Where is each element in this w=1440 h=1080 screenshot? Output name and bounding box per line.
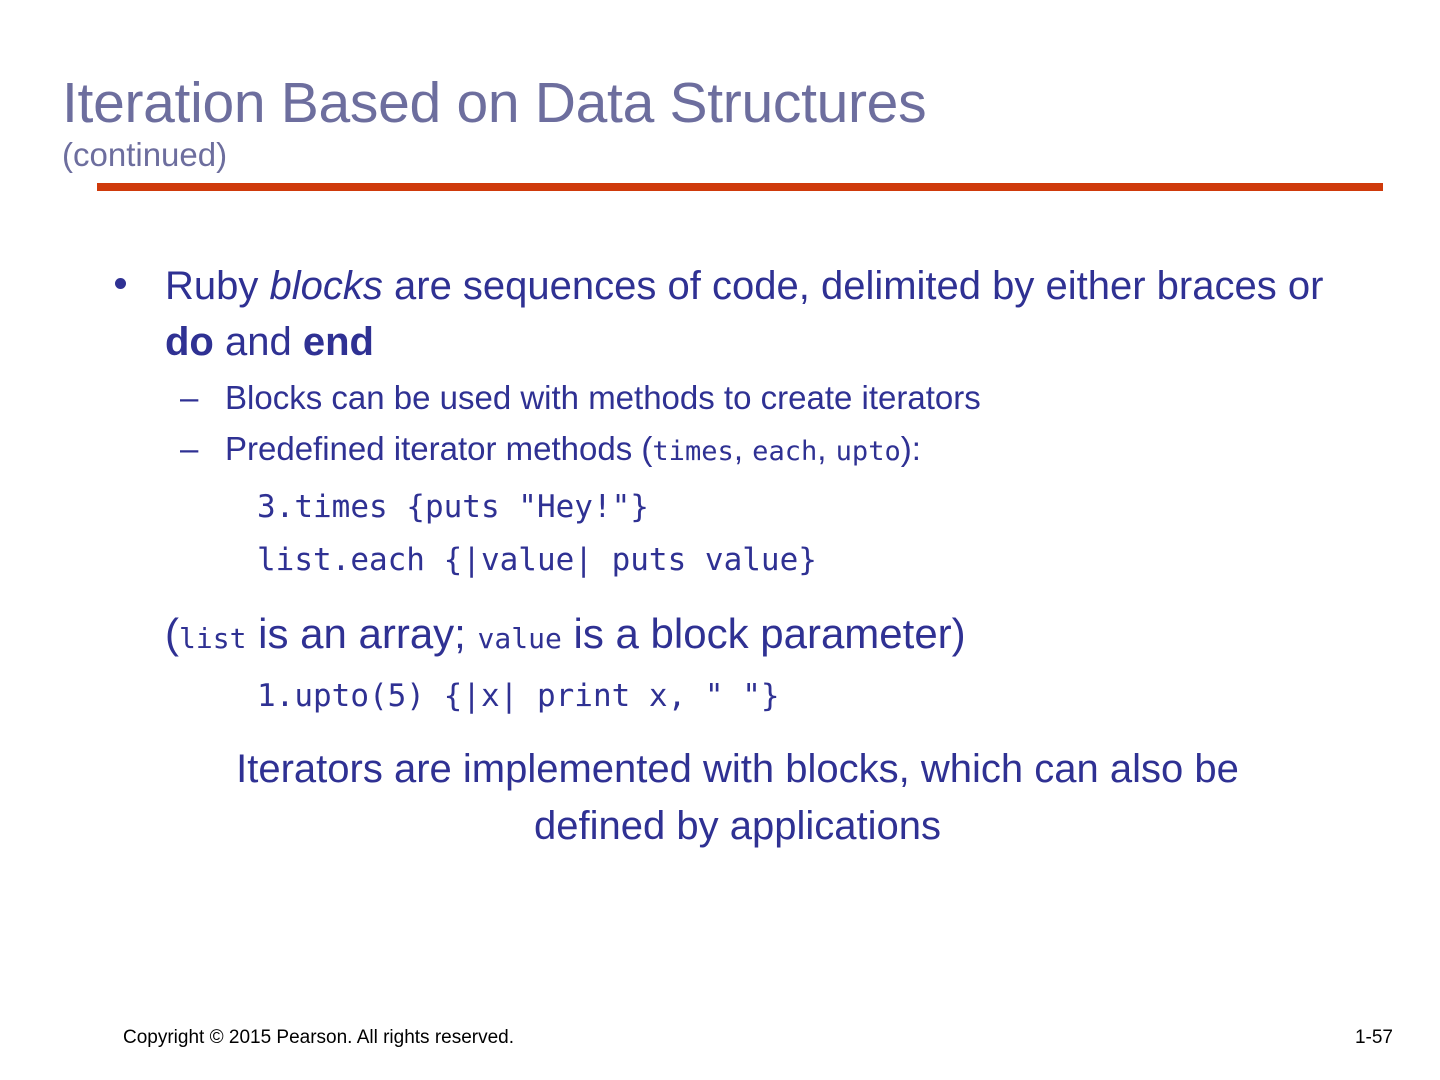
footer-copyright: Copyright © 2015 Pearson. All rights res… [123, 1027, 515, 1048]
bullet-dash-icon: – [180, 379, 199, 416]
sub2-sep1: , [733, 430, 753, 467]
page-subtitle: (continued) [62, 136, 228, 173]
bullet1-part1: Ruby [165, 264, 270, 308]
code-line-times: 3.times {puts "Hey!"} [257, 489, 649, 525]
code-line-upto: 1.upto(5) {|x| print x, " "} [257, 678, 780, 714]
variable-name-list: list [179, 622, 247, 655]
method-name-each: each [752, 436, 818, 467]
bullet1-bold-do: do [165, 320, 214, 364]
bullet-dash-icon: – [180, 430, 199, 467]
page-title: Iteration Based on Data Structures [62, 71, 927, 135]
bullet-item-sub-1: – Blocks can be used with methods to cre… [0, 374, 1440, 421]
bullet1-bold-end: end [302, 320, 374, 364]
note-block-parameter: (list is an array; value is a block para… [0, 603, 1440, 670]
method-name-times: times [652, 436, 734, 467]
slide-body: Ruby blocks are sequences of code, delim… [0, 258, 1440, 855]
note-open: ( [165, 610, 179, 657]
title-divider-rule [97, 183, 1383, 191]
bullet1-part2: are sequences of code, delimited by eith… [382, 264, 1324, 308]
bullet-item-sub-2: – Predefined iterator methods (times, ea… [0, 425, 1440, 475]
closing-statement: Iterators are implemented with blocks, w… [236, 747, 1239, 848]
sub2-sep2: , [817, 430, 836, 467]
sub2-prefix: Predefined iterator methods ( [225, 430, 653, 467]
method-name-upto: upto [835, 436, 901, 467]
sub2-suffix: ): [900, 430, 921, 467]
variable-name-value: value [477, 622, 562, 655]
bullet-dot-icon [115, 278, 126, 289]
footer-page-number: 1-57 [1354, 1027, 1393, 1048]
sub1-text: Blocks can be used with methods to creat… [225, 379, 981, 416]
bullet1-emphasis: blocks [269, 264, 383, 308]
note-mid: is an array; [246, 610, 478, 657]
slide-header: Iteration Based on Data Structures (cont… [62, 72, 1392, 175]
bullet1-part3: and [213, 320, 303, 364]
code-line-each: list.each {|value| puts value} [257, 542, 817, 578]
bullet-item-primary: Ruby blocks are sequences of code, delim… [0, 258, 1440, 370]
note-close: is a block parameter) [561, 610, 966, 657]
